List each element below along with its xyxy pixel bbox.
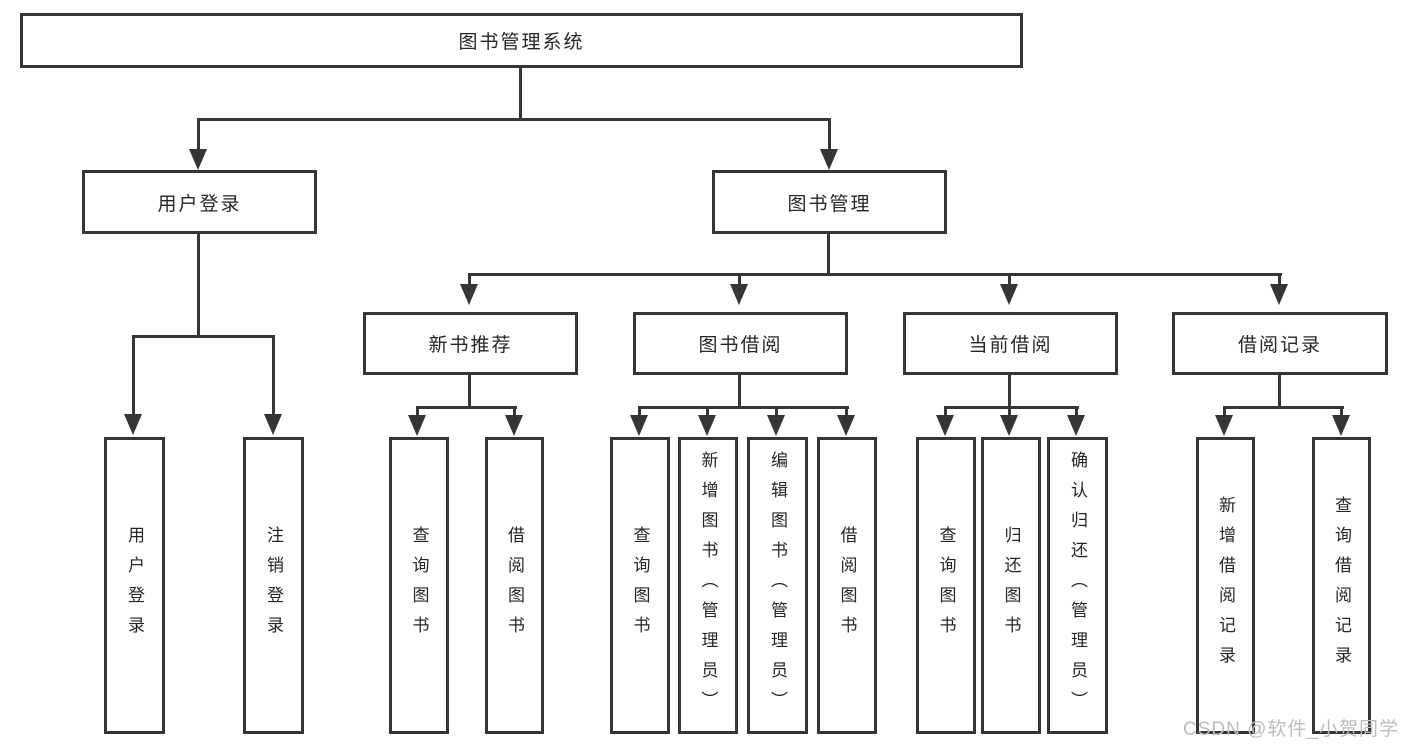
arrow-down-icon <box>1215 415 1233 436</box>
connector-stem <box>1008 406 1011 416</box>
connector-stem <box>197 118 200 150</box>
watermark-text: CSDN @软件_小贺同学 <box>1183 719 1399 740</box>
leaf-query-books-recommend: 查询图书 <box>389 437 449 734</box>
leaf-query-borrow-record: 查询借阅记录 <box>1312 437 1371 734</box>
arrow-down-icon <box>1000 415 1018 436</box>
arrow-down-icon <box>408 415 426 436</box>
leaf-confirm-return-admin: 确认归还（管理员） <box>1047 437 1108 734</box>
connector-user-bus <box>132 335 275 338</box>
connector-bus <box>416 406 517 409</box>
connector-stem <box>1223 406 1226 416</box>
connector-stem <box>1278 273 1281 286</box>
arrow-down-icon <box>189 149 207 170</box>
connector-stem <box>1008 273 1011 286</box>
leaf-query-books-current: 查询图书 <box>916 437 976 734</box>
connector-stem <box>638 406 641 416</box>
arrow-down-icon <box>820 149 838 170</box>
connector-stem <box>775 406 778 416</box>
arrow-down-icon <box>936 415 954 436</box>
connector-stem <box>1340 406 1343 416</box>
arrow-down-icon <box>1000 284 1018 305</box>
node-current-borrowing: 当前借阅 <box>903 312 1118 375</box>
arrow-down-icon <box>264 414 282 435</box>
arrow-down-icon <box>698 415 716 436</box>
connector-user-drop <box>197 234 200 338</box>
connector-stem <box>845 406 848 416</box>
connector-stem <box>468 273 471 286</box>
connector-mgmt-drop <box>827 234 830 276</box>
arrow-down-icon <box>460 284 478 305</box>
arrow-down-icon <box>837 415 855 436</box>
connector-stem <box>738 273 741 286</box>
arrow-down-icon <box>505 415 523 436</box>
connector-stem <box>272 335 275 415</box>
connector-level3-bus <box>469 273 1282 276</box>
connector-bus <box>1223 406 1344 409</box>
connector-stem <box>706 406 709 416</box>
connector-stem <box>513 406 516 416</box>
leaf-borrow-books-borrowing: 借阅图书 <box>817 437 877 734</box>
connector-bus <box>638 406 849 409</box>
connector-stem <box>944 406 947 416</box>
connector-stem <box>416 406 419 416</box>
arrow-down-icon <box>1270 284 1288 305</box>
connector-drop <box>738 375 741 409</box>
connector-drop <box>1008 375 1011 409</box>
node-user-login: 用户登录 <box>82 170 317 234</box>
leaf-edit-book-admin: 编辑图书（管理员） <box>747 437 808 734</box>
arrow-down-icon <box>1332 415 1350 436</box>
leaf-borrow-books-recommend: 借阅图书 <box>485 437 544 734</box>
node-new-book-recommendation: 新书推荐 <box>363 312 578 375</box>
connector-bus <box>944 406 1079 409</box>
connector-stem <box>132 335 135 415</box>
connector-drop <box>1278 375 1281 409</box>
leaf-query-books-borrowing: 查询图书 <box>610 437 670 734</box>
connector-drop <box>468 375 471 409</box>
arrow-down-icon <box>730 284 748 305</box>
connector-stem <box>1075 406 1078 416</box>
node-book-borrowing: 图书借阅 <box>633 312 848 375</box>
arrow-down-icon <box>1067 415 1085 436</box>
leaf-logout-login: 注销登录 <box>243 437 304 734</box>
connector-level2-bus <box>197 118 831 121</box>
leaf-return-book: 归还图书 <box>981 437 1041 734</box>
connector-root-drop <box>519 68 522 118</box>
connector-stem <box>828 118 831 150</box>
arrow-down-icon <box>630 415 648 436</box>
leaf-user-login: 用户登录 <box>104 437 165 734</box>
node-book-management: 图书管理 <box>712 170 947 234</box>
leaf-add-borrow-record: 新增借阅记录 <box>1196 437 1255 734</box>
arrow-down-icon <box>124 414 142 435</box>
arrow-down-icon <box>767 415 785 436</box>
node-library-management-system: 图书管理系统 <box>20 13 1023 68</box>
node-borrowing-records: 借阅记录 <box>1172 312 1388 375</box>
leaf-add-book-admin: 新增图书（管理员） <box>678 437 738 734</box>
